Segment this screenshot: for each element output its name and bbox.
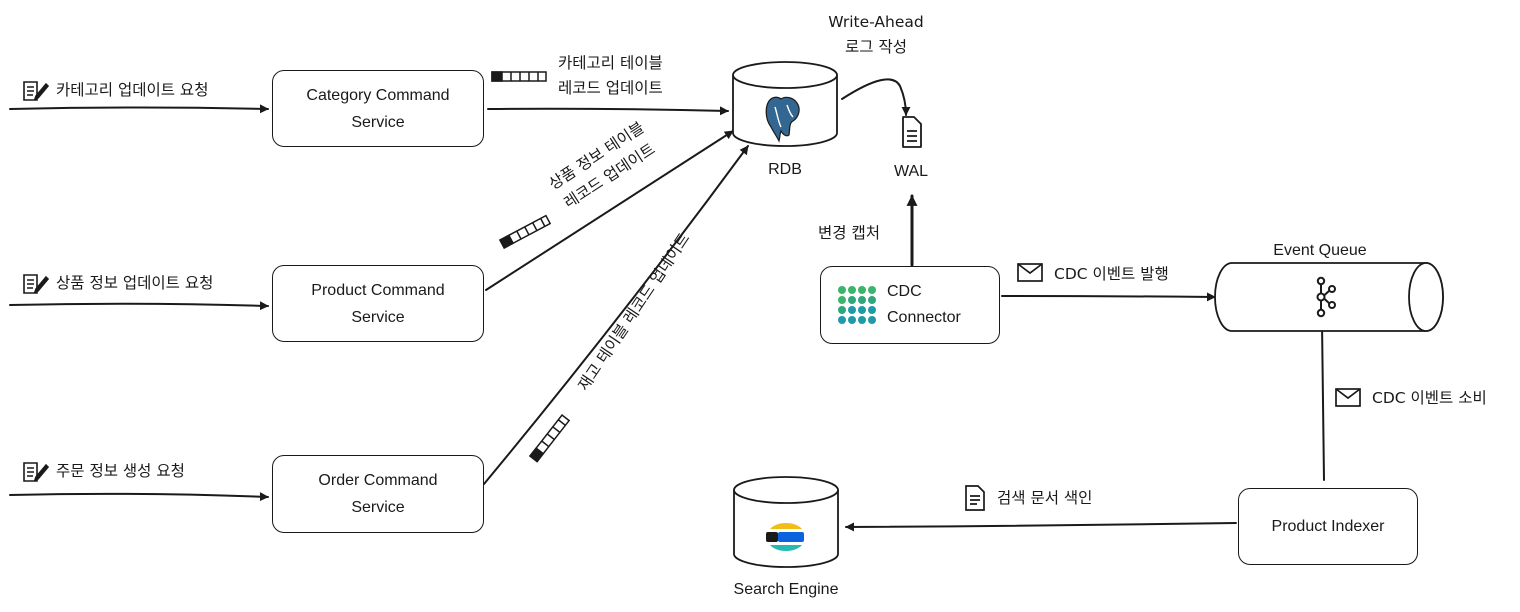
edge-label-line1: 카테고리 테이블 — [558, 54, 663, 72]
edge-label-cdc-consume: CDC 이벤트 소비 — [1372, 389, 1487, 407]
edge-label-index-docs: 검색 문서 색인 — [997, 489, 1093, 507]
envelope-icon — [1335, 388, 1361, 407]
service-label-line1: Category Command — [306, 86, 450, 104]
cdc-connector[interactable]: CDC Connector — [820, 266, 1000, 344]
edge-label-category-update: 카테고리 테이블 레코드 업데이트 — [558, 51, 663, 101]
service-label-line2: Service — [351, 308, 405, 326]
edge-indexer-queue — [1317, 322, 1327, 481]
product-command-service[interactable]: Product Command Service — [272, 265, 484, 342]
edge-indexer-search — [845, 522, 1237, 532]
document-edit-icon — [23, 274, 50, 294]
kafka-icon — [1316, 276, 1336, 318]
edge-order-rdb — [483, 145, 749, 485]
indexer-label: Product Indexer — [1271, 518, 1385, 535]
service-label-line1: Product Command — [311, 281, 445, 299]
request-arrow-product — [9, 301, 269, 311]
request-arrow-order — [9, 492, 269, 502]
cdc-label-line1: CDC — [887, 283, 922, 300]
edge-label-write-ahead: Write-Ahead 로그 작성 — [818, 10, 934, 60]
table-record-icon — [528, 413, 571, 463]
elastic-icon — [766, 523, 804, 551]
document-edit-icon — [23, 81, 50, 101]
document-edit-icon — [23, 462, 50, 482]
category-command-service[interactable]: Category Command Service — [272, 70, 484, 147]
wal-label: WAL — [893, 163, 929, 180]
debezium-icon — [838, 286, 876, 324]
edge-label-change-capture: 변경 캡처 — [818, 224, 880, 242]
cdc-label-line2: Connector — [887, 309, 961, 326]
wal-file-icon — [902, 116, 922, 148]
request-label-product: 상품 정보 업데이트 요청 — [56, 274, 214, 292]
edge-product-rdb — [485, 130, 734, 291]
event-queue-label: Event Queue — [1273, 242, 1367, 259]
product-indexer[interactable]: Product Indexer — [1238, 488, 1418, 565]
edge-cdc-queue — [1001, 292, 1216, 302]
service-label-line2: Service — [351, 113, 405, 131]
request-arrow-category — [9, 104, 269, 114]
search-engine-cylinder — [733, 476, 839, 568]
postgres-icon — [765, 96, 800, 143]
table-record-icon — [498, 214, 552, 249]
edge-rdb-wal — [841, 78, 911, 116]
edge-label-line2: 레코드 업데이트 — [558, 79, 663, 97]
edge-label-cdc-publish: CDC 이벤트 발행 — [1054, 265, 1169, 283]
edge-label-line2: 로그 작성 — [845, 38, 907, 56]
service-label-line2: Service — [351, 499, 405, 516]
envelope-icon — [1017, 263, 1043, 282]
edge-label-line1: Write-Ahead — [828, 13, 924, 31]
request-label-order: 주문 정보 생성 요청 — [56, 462, 185, 480]
order-command-service[interactable]: Order Command Service — [272, 455, 484, 533]
event-queue-cylinder — [1214, 262, 1444, 332]
request-label-category: 카테고리 업데이트 요청 — [56, 81, 209, 99]
document-icon — [965, 485, 985, 511]
rdb-label: RDB — [768, 161, 802, 178]
edge-category-rdb — [487, 106, 729, 116]
table-record-icon — [491, 71, 547, 82]
search-engine-label: Search Engine — [733, 581, 839, 598]
service-label-line1: Order Command — [318, 472, 438, 489]
